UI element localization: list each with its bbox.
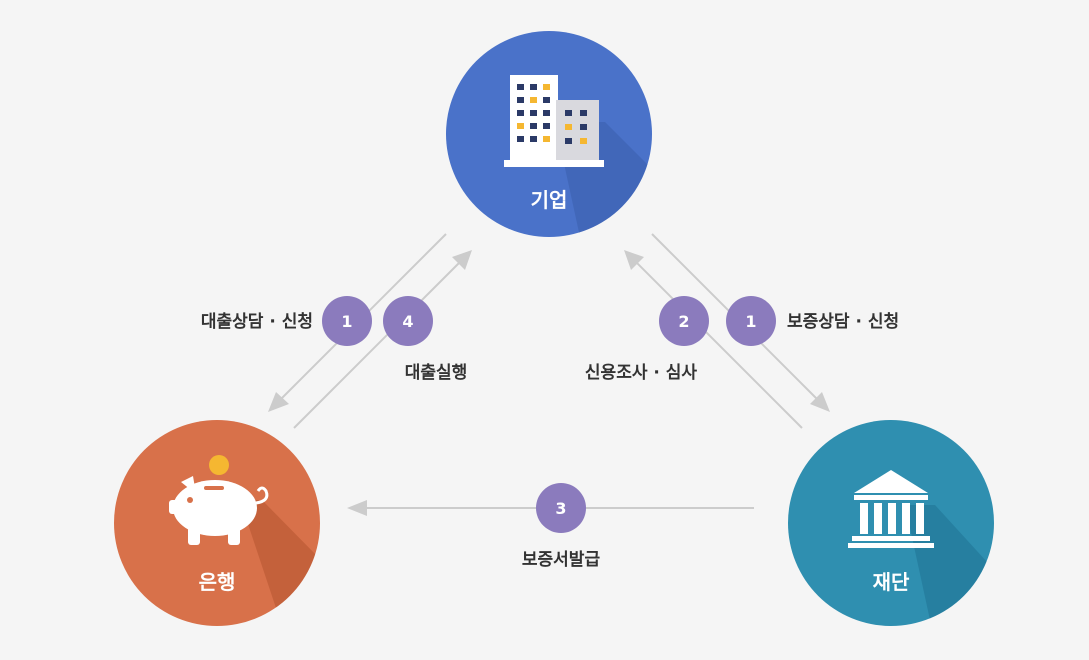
company-node: 기업 bbox=[446, 31, 652, 237]
arrow-foundation-to-company bbox=[624, 250, 803, 429]
foundation-label: 재단 bbox=[873, 570, 910, 594]
office-buildings-icon bbox=[504, 75, 604, 167]
step-label-guarantee-request: 보증상담 · 신청 bbox=[787, 311, 899, 332]
step-label-loan-request: 대출상담 · 신청 bbox=[201, 311, 313, 332]
step-label-credit-review: 신용조사 · 심사 bbox=[585, 363, 697, 383]
step-label-loan-execution: 대출실행 bbox=[405, 363, 468, 383]
bank-node: 은행 bbox=[114, 420, 320, 626]
step-badge-loan-request: 1 bbox=[322, 296, 372, 346]
bank-label: 은행 bbox=[199, 570, 236, 594]
step-label-guarantee-issue: 보증서발급 bbox=[522, 550, 601, 570]
bank-building-icon bbox=[848, 470, 934, 548]
step-badge-loan-execution: 4 bbox=[383, 296, 433, 346]
company-label: 기업 bbox=[531, 188, 568, 212]
foundation-node: 재단 bbox=[788, 420, 994, 626]
step-badge-guarantee-request: 1 bbox=[726, 296, 776, 346]
step-badge-guarantee-issue: 3 bbox=[536, 483, 586, 533]
piggy-bank-icon bbox=[169, 455, 269, 545]
step-number: 3 bbox=[555, 499, 566, 518]
step-badge-credit-review: 2 bbox=[659, 296, 709, 346]
step-number: 1 bbox=[745, 312, 756, 331]
step-number: 2 bbox=[678, 312, 689, 331]
step-number: 1 bbox=[341, 312, 352, 331]
arrow-bank-to-company bbox=[293, 250, 472, 429]
step-number: 4 bbox=[402, 312, 413, 331]
